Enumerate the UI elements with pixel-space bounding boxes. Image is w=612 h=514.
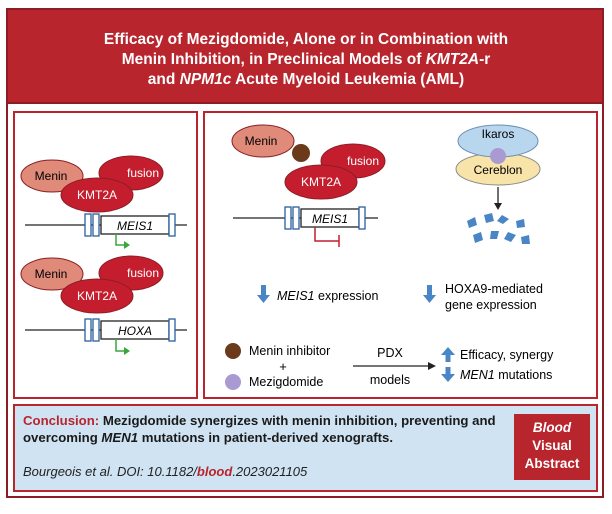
page-title: Efficacy of Mezigdomide, Alone or in Com…: [103, 31, 509, 88]
citation: Bourgeois et al. DOI: 10.1182/blood.2023…: [23, 464, 308, 479]
menin-inhibitor-dot: [292, 144, 310, 162]
gene-label-meis1: MEIS1: [312, 212, 348, 226]
left-panel: [13, 111, 198, 399]
inhibited-complex: MEIS1 Menin fusion KMT2A: [231, 124, 386, 247]
kmt2a-label: KMT2A: [301, 175, 341, 189]
combination-row: Menin inhibitor + Mezigdomide PDX models…: [225, 343, 554, 390]
menin-label: Menin: [35, 169, 68, 183]
mezigdomide-legend-dot: [225, 374, 241, 390]
title-banner: [6, 8, 604, 104]
outcome-men1-label: MEN1 mutations: [460, 368, 552, 382]
up-arrow-icon: [441, 347, 455, 362]
gene-label-hoxa: HOXA: [118, 324, 152, 338]
down-arrow-icon: [423, 285, 436, 303]
top-complex: MEIS1 Menin fusion KMT2A: [20, 155, 187, 249]
kmt2a-label: KMT2A: [77, 289, 117, 303]
degradation-module: Cereblon Ikaros: [455, 124, 541, 244]
left-panel-diagram: MEIS1 Menin fusion KMT2A HOXA Menin fusi…: [20, 155, 187, 355]
ikaros-label: Ikaros: [482, 127, 515, 141]
outcome-efficacy-label: Efficacy, synergy: [460, 348, 554, 362]
right-panel-diagram: MEIS1 Menin fusion KMT2A Cereblon Ikaros: [225, 124, 554, 390]
hoxa9-label-line1: HOXA9-mediated: [445, 282, 543, 296]
conclusion-text: Conclusion: Mezigdomide synergizes with …: [23, 413, 496, 445]
cereblon-label: Cereblon: [474, 163, 523, 177]
mezigdomide-dot: [490, 148, 506, 164]
right-panel: [203, 111, 598, 399]
down-arrow-icon: [257, 285, 270, 303]
fusion-label: fusion: [127, 166, 159, 180]
degraded-fragments-icon: [467, 213, 530, 244]
bottom-complex: HOXA Menin fusion KMT2A: [20, 255, 187, 355]
menin-label: Menin: [245, 134, 278, 148]
fusion-label: fusion: [347, 154, 379, 168]
down-arrow-icon: [441, 367, 455, 382]
pdx-label: PDX: [377, 346, 403, 360]
fusion-label: fusion: [127, 266, 159, 280]
menin-inhibitor-label: Menin inhibitor: [249, 344, 330, 358]
hoxa9-label-line2: gene expression: [445, 298, 537, 312]
meis1-expression-label: MEIS1 expression: [277, 289, 378, 303]
conclusion-box: Conclusion: Mezigdomide synergizes with …: [13, 404, 598, 492]
menin-inhibitor-legend-dot: [225, 343, 241, 359]
plus-sign: +: [279, 359, 287, 374]
gene-label-meis1: MEIS1: [117, 219, 153, 233]
kmt2a-label: KMT2A: [77, 188, 117, 202]
menin-label: Menin: [35, 267, 68, 281]
mezigdomide-label: Mezigdomide: [249, 375, 323, 389]
blood-visual-abstract-badge: Blood Visual Abstract: [514, 414, 590, 480]
effects-row: MEIS1 expression HOXA9-mediated gene exp…: [257, 282, 543, 312]
models-label: models: [370, 373, 410, 387]
